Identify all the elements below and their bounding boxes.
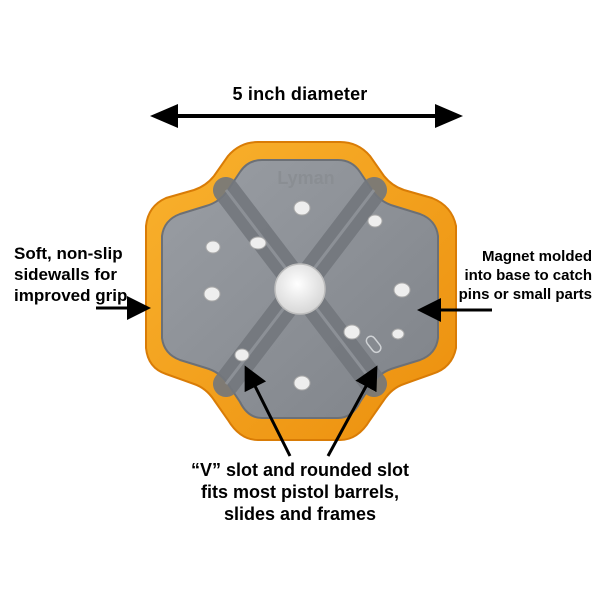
left-callout-line-2: sidewalls for (14, 265, 117, 284)
bottom-callout-line-3: slides and frames (223, 504, 377, 524)
diameter-arrow (150, 104, 463, 128)
left-arrowhead (150, 104, 178, 128)
left-callout-line-1: Soft, non-slip (14, 244, 123, 263)
right-arrowhead (435, 104, 463, 128)
pin-holes (203, 200, 411, 391)
bottom-callout-line-2: fits most pistol barrels, (200, 482, 400, 502)
diameter-label: 5 inch diameter (232, 84, 368, 104)
center-magnet (274, 263, 326, 315)
left-callout-line-3: improved grip (14, 286, 128, 305)
rounded-slot-marker (365, 335, 382, 354)
bottom-callout-line-1: “V” slot and rounded slot (190, 460, 409, 480)
bottom-callout: “V” slot and rounded slot fits most pist… (0, 459, 600, 525)
left-callout: Soft, non-slip sidewalls for improved gr… (14, 243, 127, 306)
right-callout-line-2: into base to catch (464, 267, 592, 284)
grey-base-plate: Lyman (161, 159, 439, 419)
right-callout: Magnet molded into base to catch pins or… (459, 247, 592, 304)
brand-logo: Lyman (277, 168, 334, 188)
right-callout-line-3: pins or small parts (458, 286, 592, 303)
callout-arrows (96, 296, 492, 457)
right-callout-line-1: Magnet molded (481, 248, 592, 265)
